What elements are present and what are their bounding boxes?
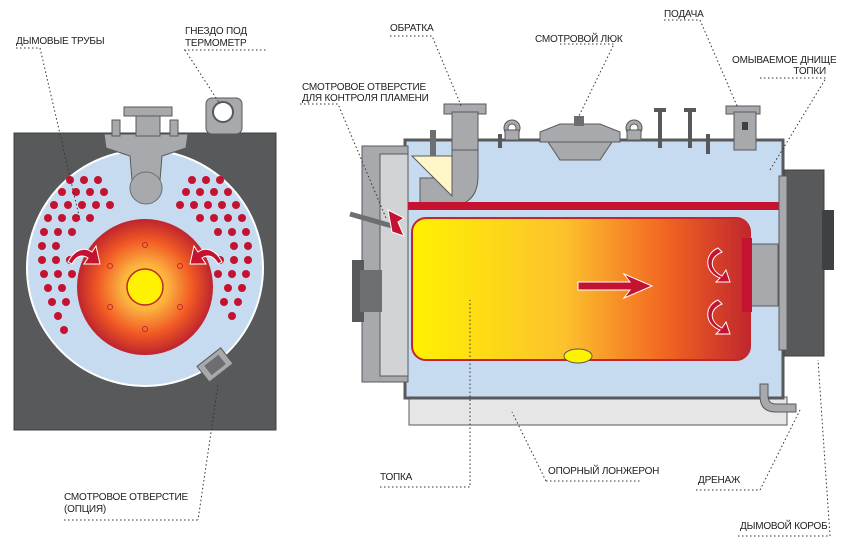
label-thermometer-socket-line2: ТЕРМОМЕТР [185, 38, 247, 49]
manhole [539, 116, 621, 161]
label-support-beam: ОПОРНЫЙ ЛОНЖЕРОН [548, 466, 660, 477]
label-return-line: ОБРАТКА [390, 23, 434, 34]
door-flow-arrow [387, 209, 405, 237]
label-flame-port-line1: СМОТРОВОЕ ОТВЕРСТИЕ [302, 82, 426, 93]
label-optional-sight-hole-line1: СМОТРОВОЕ ОТВЕРСТИЕ [64, 492, 188, 503]
smoke-box [742, 169, 834, 357]
return-pipe [410, 103, 487, 207]
label-thermometer-socket-line1: ГНЕЗДО ПОД [185, 26, 247, 37]
leader-lines [16, 19, 831, 537]
label-washed-bottom-line1: ОМЫВАЕМОЕ ДНИЩЕ [732, 55, 837, 66]
front-view [13, 97, 277, 431]
label-optional-sight-hole-line2: (ОПЦИЯ) [64, 504, 107, 515]
smoke-tube-band [408, 202, 780, 210]
label-flame-port-line2: ДЛЯ КОНТРОЛЯ ПЛАМЕНИ [302, 93, 429, 104]
label-drain: ДРЕНАЖ [698, 475, 741, 486]
furnace-flow-arrow [577, 272, 654, 300]
label-furnace: ТОПКА [380, 472, 413, 483]
front-top-flange [103, 106, 189, 205]
support-beam [408, 396, 788, 426]
side-view [349, 103, 834, 426]
rear-flow-arrow-top [707, 247, 731, 283]
furnace-inspection-plug [563, 348, 593, 364]
flame-sight-port [349, 211, 393, 229]
smoke-tubes [38, 176, 252, 334]
thermometer-socket [205, 97, 243, 135]
furnace-bolts [107, 242, 183, 332]
top-fittings [498, 108, 710, 154]
label-manhole: СМОТРОВОЙ ЛЮК [535, 34, 623, 45]
drain-pipe [759, 383, 797, 413]
optional-sight-hole [196, 347, 234, 383]
front-flow-arrows [67, 244, 223, 265]
supply-nozzle [725, 105, 761, 151]
label-washed-bottom-line2: ТОПКИ [793, 66, 826, 77]
label-smoke-box: ДЫМОВОЙ КОРОБ [740, 521, 828, 532]
furnace-burner-port [126, 268, 164, 306]
label-supply: ПОДАЧА [664, 9, 704, 20]
rear-flow-arrow-bottom [707, 299, 731, 335]
label-smoke-tubes: ДЫМОВЫЕ ТРУБЫ [16, 36, 105, 47]
front-door [352, 145, 409, 383]
